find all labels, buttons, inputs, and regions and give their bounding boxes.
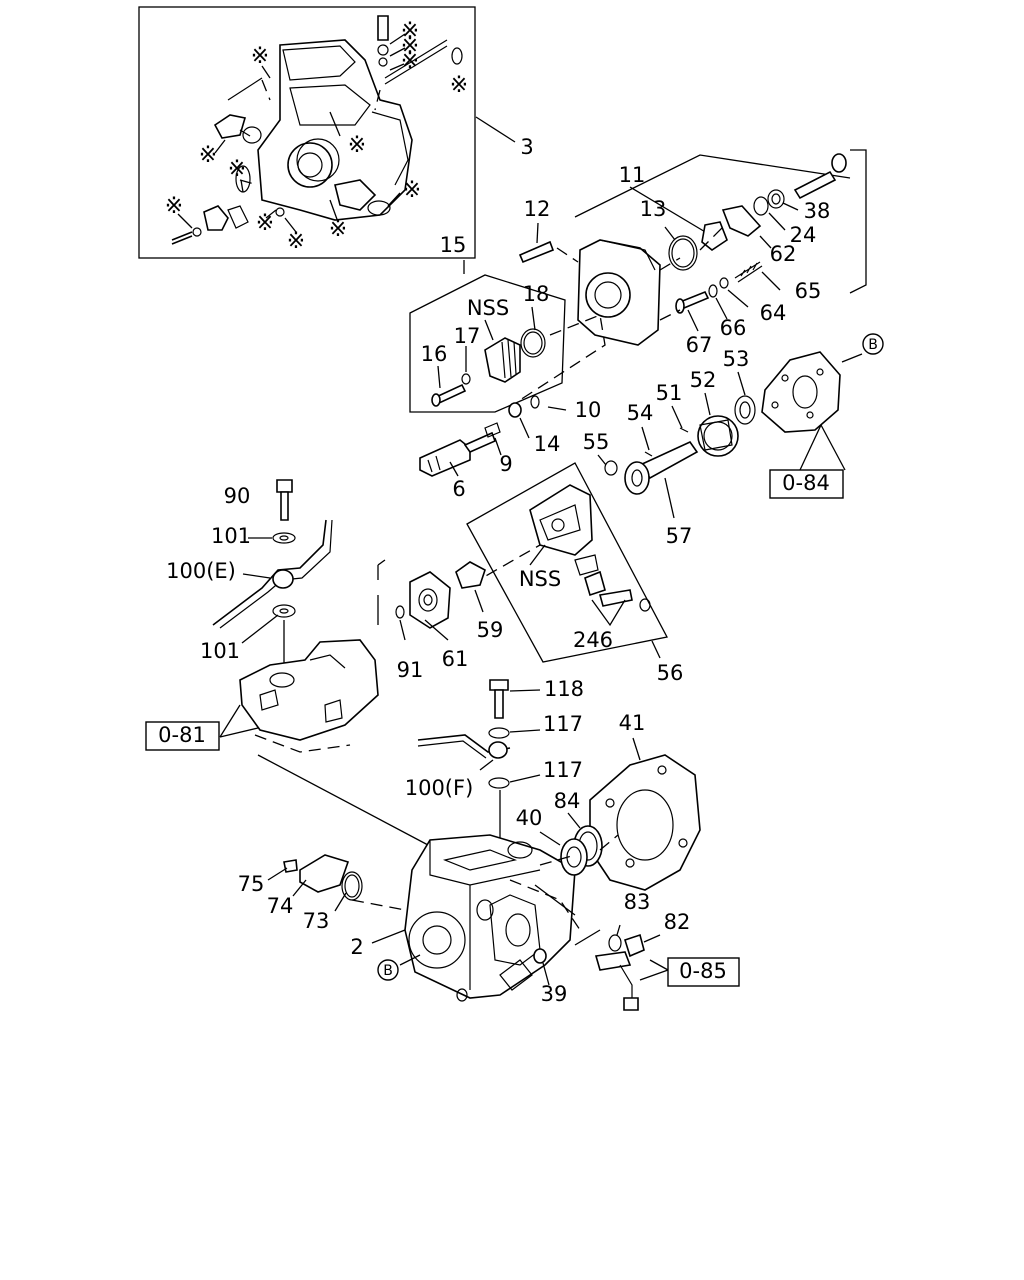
part-label-100e: 100(E) xyxy=(166,559,236,583)
asterisk-mark-3: ※ xyxy=(401,49,419,74)
part-label-62: 62 xyxy=(770,242,797,266)
part-label-54: 54 xyxy=(627,401,654,425)
asterisk-mark-9: ※ xyxy=(165,194,183,219)
asterisk-mark-12: ※ xyxy=(329,217,347,242)
head-block-group xyxy=(219,639,429,846)
part-label-15: 15 xyxy=(440,233,467,257)
part-label-16: 16 xyxy=(421,342,448,366)
cover-group-upper-right xyxy=(518,149,867,401)
part-label-nss-2: NSS xyxy=(519,567,561,591)
asterisk-mark-2: ※ xyxy=(401,34,419,59)
part-label-52: 52 xyxy=(690,368,717,392)
part-label-53: 53 xyxy=(723,347,750,371)
ref-box-081[interactable] xyxy=(145,721,220,751)
part-label-82: 82 xyxy=(664,910,691,934)
part-label-65: 65 xyxy=(795,279,822,303)
asterisk-mark-8: ※ xyxy=(228,157,246,182)
part-label-56: 56 xyxy=(657,661,684,685)
part-label-57: 57 xyxy=(666,524,693,548)
ref-label-085: 0-85 xyxy=(679,959,727,983)
part-label-61: 61 xyxy=(442,647,469,671)
part-label-91: 91 xyxy=(397,658,424,682)
main-housing-group xyxy=(267,679,701,1011)
part-label-51: 51 xyxy=(656,381,683,405)
part-label-55: 55 xyxy=(583,430,610,454)
part-label-73: 73 xyxy=(303,909,330,933)
asterisk-mark-5: ※ xyxy=(251,44,269,69)
part-label-13: 13 xyxy=(640,197,667,221)
part-label-75: 75 xyxy=(238,872,265,896)
asterisk-mark-1: ※ xyxy=(401,19,419,44)
part-label-39: 39 xyxy=(541,982,568,1006)
part-label-100f: 100(F) xyxy=(405,776,474,800)
part-label-74: 74 xyxy=(267,894,294,918)
part-label-12: 12 xyxy=(524,197,551,221)
ref-label-081: 0-81 xyxy=(158,723,206,747)
mid-small-parts xyxy=(419,395,567,477)
part-label-118: 118 xyxy=(544,677,584,701)
callout-b-top: B xyxy=(868,337,878,353)
ref-box-084[interactable] xyxy=(769,469,844,499)
part-label-6: 6 xyxy=(452,477,465,501)
part-label-117-a: 117 xyxy=(543,712,583,736)
part-label-67: 67 xyxy=(686,333,713,357)
part-label-38: 38 xyxy=(804,199,831,223)
assembly-inset xyxy=(138,6,516,259)
part-label-66: 66 xyxy=(720,316,747,340)
part-label-41: 41 xyxy=(619,711,646,735)
part-label-246: 246 xyxy=(573,628,613,652)
part-label-nss-1: NSS xyxy=(467,296,509,320)
part-label-24: 24 xyxy=(790,223,817,247)
part-label-9: 9 xyxy=(499,452,512,476)
asterisk-mark-13: ※ xyxy=(403,178,421,203)
part-label-84: 84 xyxy=(554,789,581,813)
callout-b-bottom: B xyxy=(383,963,393,979)
part-label-59: 59 xyxy=(477,618,504,642)
part-label-2: 2 xyxy=(350,935,363,959)
asterisk-mark-11: ※ xyxy=(287,229,305,254)
left-pipe-group xyxy=(212,479,333,680)
asterisk-mark-4: ※ xyxy=(450,73,468,98)
asterisk-mark-6: ※ xyxy=(348,133,366,158)
part-label-11: 11 xyxy=(619,163,646,187)
part-label-64: 64 xyxy=(760,301,787,325)
callout-b-top-circle xyxy=(862,333,884,355)
ref-label-084: 0-84 xyxy=(782,471,830,495)
part-label-18: 18 xyxy=(523,282,550,306)
part-label-14: 14 xyxy=(534,432,561,456)
box-15-group xyxy=(409,260,566,413)
part-label-17: 17 xyxy=(454,324,481,348)
part-label-101-a: 101 xyxy=(211,524,251,548)
part-label-117-b: 117 xyxy=(543,758,583,782)
drive-shaft-group xyxy=(597,351,863,519)
part-label-83: 83 xyxy=(624,890,651,914)
callout-b-bottom-circle xyxy=(377,959,399,981)
part-label-40: 40 xyxy=(516,806,543,830)
part-label-3: 3 xyxy=(520,135,533,159)
asterisk-mark-10: ※ xyxy=(256,211,274,236)
asterisk-mark-7: ※ xyxy=(199,143,217,168)
box-56-group xyxy=(377,462,668,663)
part-label-101-b: 101 xyxy=(200,639,240,663)
part-label-10: 10 xyxy=(575,398,602,422)
ref-box-085[interactable] xyxy=(667,957,740,987)
part-label-90: 90 xyxy=(224,484,251,508)
